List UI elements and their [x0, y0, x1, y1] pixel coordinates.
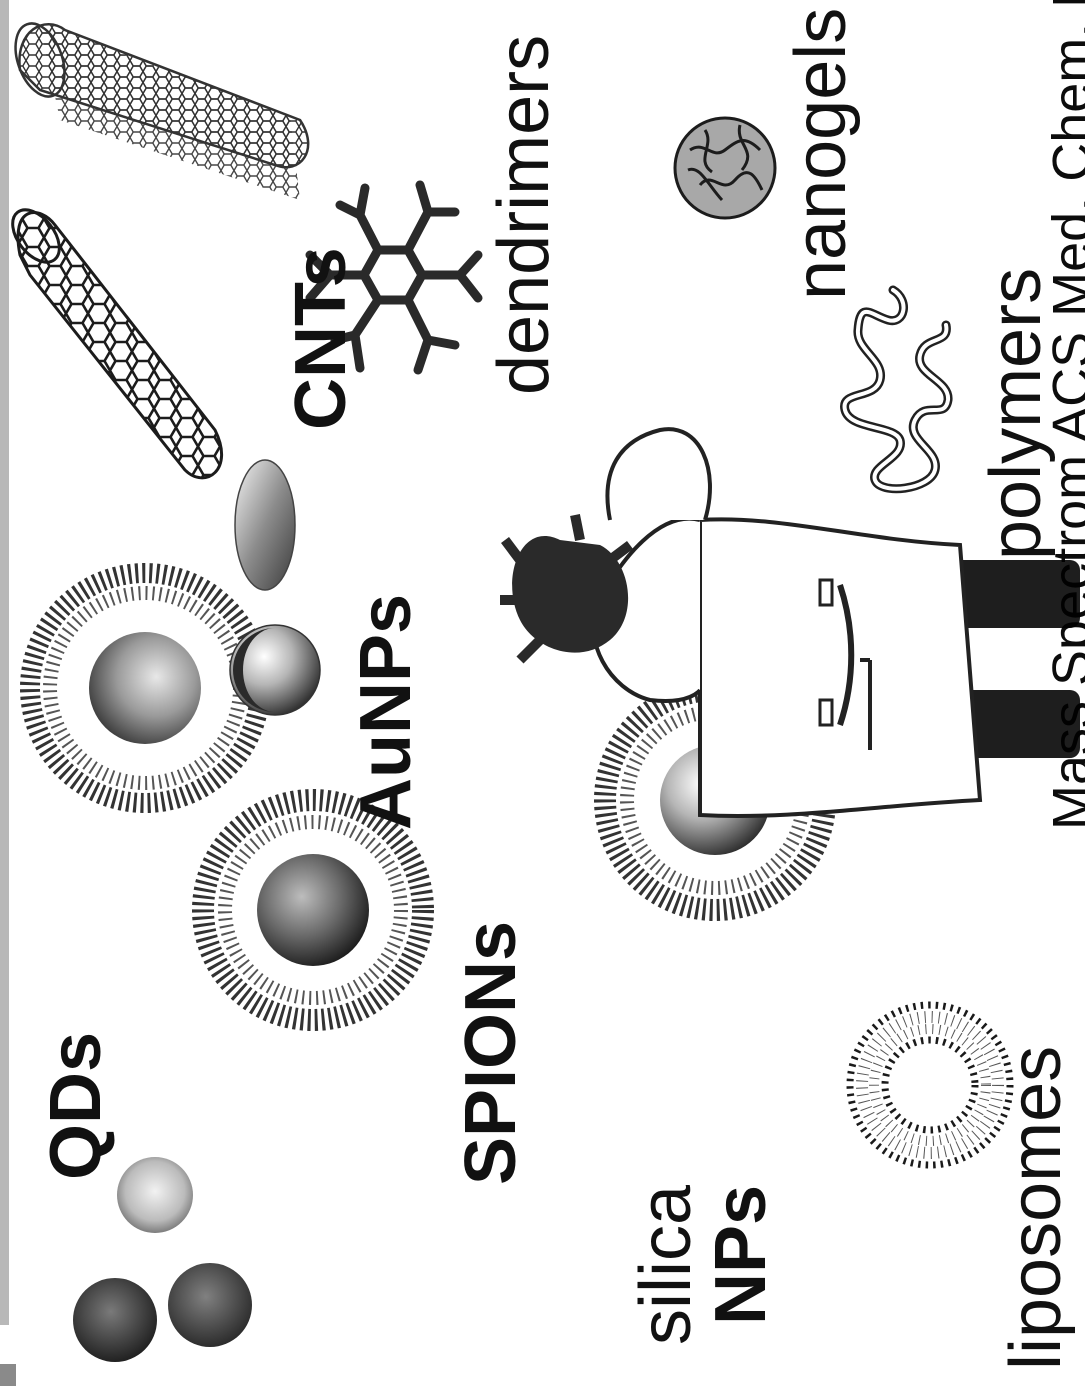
- label-spions: SPIONs: [451, 921, 531, 1185]
- gold-nanorod-icon: [235, 460, 295, 590]
- label-nanogels: nanogels: [781, 8, 861, 300]
- gold-nanoparticle-icon: [30, 573, 260, 803]
- label-cnts: CNTs: [281, 247, 361, 430]
- label-dendrimers: dendrimers: [484, 35, 564, 395]
- label-nps: NPs: [701, 1185, 781, 1325]
- quantum-dot-icon: [73, 1157, 252, 1362]
- label-liposomes: liposomes: [996, 1046, 1076, 1370]
- carbon-nanotube-icon: [3, 17, 308, 478]
- gold-nanoshell-icon: [230, 625, 320, 715]
- watermark-text: Mass Spectrom ACS Med. Chem. Lett. 2018: [1042, 0, 1085, 830]
- label-qds: QDs: [36, 1032, 116, 1180]
- label-silica: silica: [626, 1184, 706, 1345]
- label-aunps: AuNPs: [346, 594, 426, 830]
- liposome-icon: [850, 1005, 1010, 1165]
- spion-icon: [203, 800, 423, 1020]
- nanogel-icon: [675, 118, 775, 218]
- polymer-chain-icon: [845, 290, 949, 489]
